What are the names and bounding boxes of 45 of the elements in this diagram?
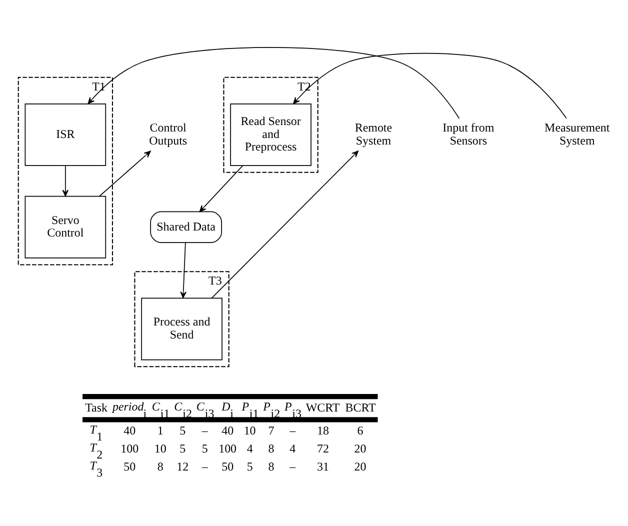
node-box: Servo Control <box>24 195 106 258</box>
label: 40 <box>222 422 234 437</box>
label: 50 <box>222 458 234 473</box>
arrow <box>88 46 460 118</box>
label: 20 <box>354 458 366 473</box>
label: 50 <box>124 458 136 473</box>
label: WCRT <box>306 400 340 414</box>
label: 8 <box>268 440 274 455</box>
label: 31 <box>316 458 329 473</box>
arrow <box>180 242 186 298</box>
label: 100 <box>218 440 237 455</box>
label: 72 <box>316 440 329 455</box>
label: 8 <box>268 458 274 473</box>
arrow <box>293 52 567 118</box>
label: BCRT <box>345 400 376 414</box>
label: 10 <box>244 422 256 437</box>
label: 8 <box>157 458 164 473</box>
label: 40 <box>124 422 136 437</box>
arrow <box>99 150 151 196</box>
label: 5 <box>246 458 253 473</box>
node-text: Input from Sensors <box>442 120 494 147</box>
label: 10 <box>154 440 166 455</box>
label: 6 <box>357 422 364 437</box>
label: 5 <box>180 422 186 437</box>
node-text: Measurement System <box>544 120 610 147</box>
label: 18 <box>316 422 329 437</box>
label: 12 <box>176 458 189 473</box>
label: 7 <box>268 422 274 437</box>
label: 4 <box>246 440 253 455</box>
arrow <box>199 164 244 212</box>
label: 1 <box>157 422 164 437</box>
arrow <box>62 164 69 196</box>
label: 100 <box>120 440 139 455</box>
label: Task <box>85 400 108 414</box>
node-text: Control Outputs <box>149 120 188 147</box>
node-box: Read Sensor and Preprocess <box>230 102 312 166</box>
arrow <box>211 150 359 298</box>
node-box: Process and Send <box>141 297 222 360</box>
label: 5 <box>180 440 186 455</box>
label: 5 <box>202 440 208 455</box>
label: 20 <box>354 440 366 455</box>
node-text: Remote System <box>354 120 392 147</box>
node-box: Shared Data <box>150 210 222 242</box>
label: 4 <box>290 440 296 455</box>
node-box: ISR <box>24 102 106 166</box>
